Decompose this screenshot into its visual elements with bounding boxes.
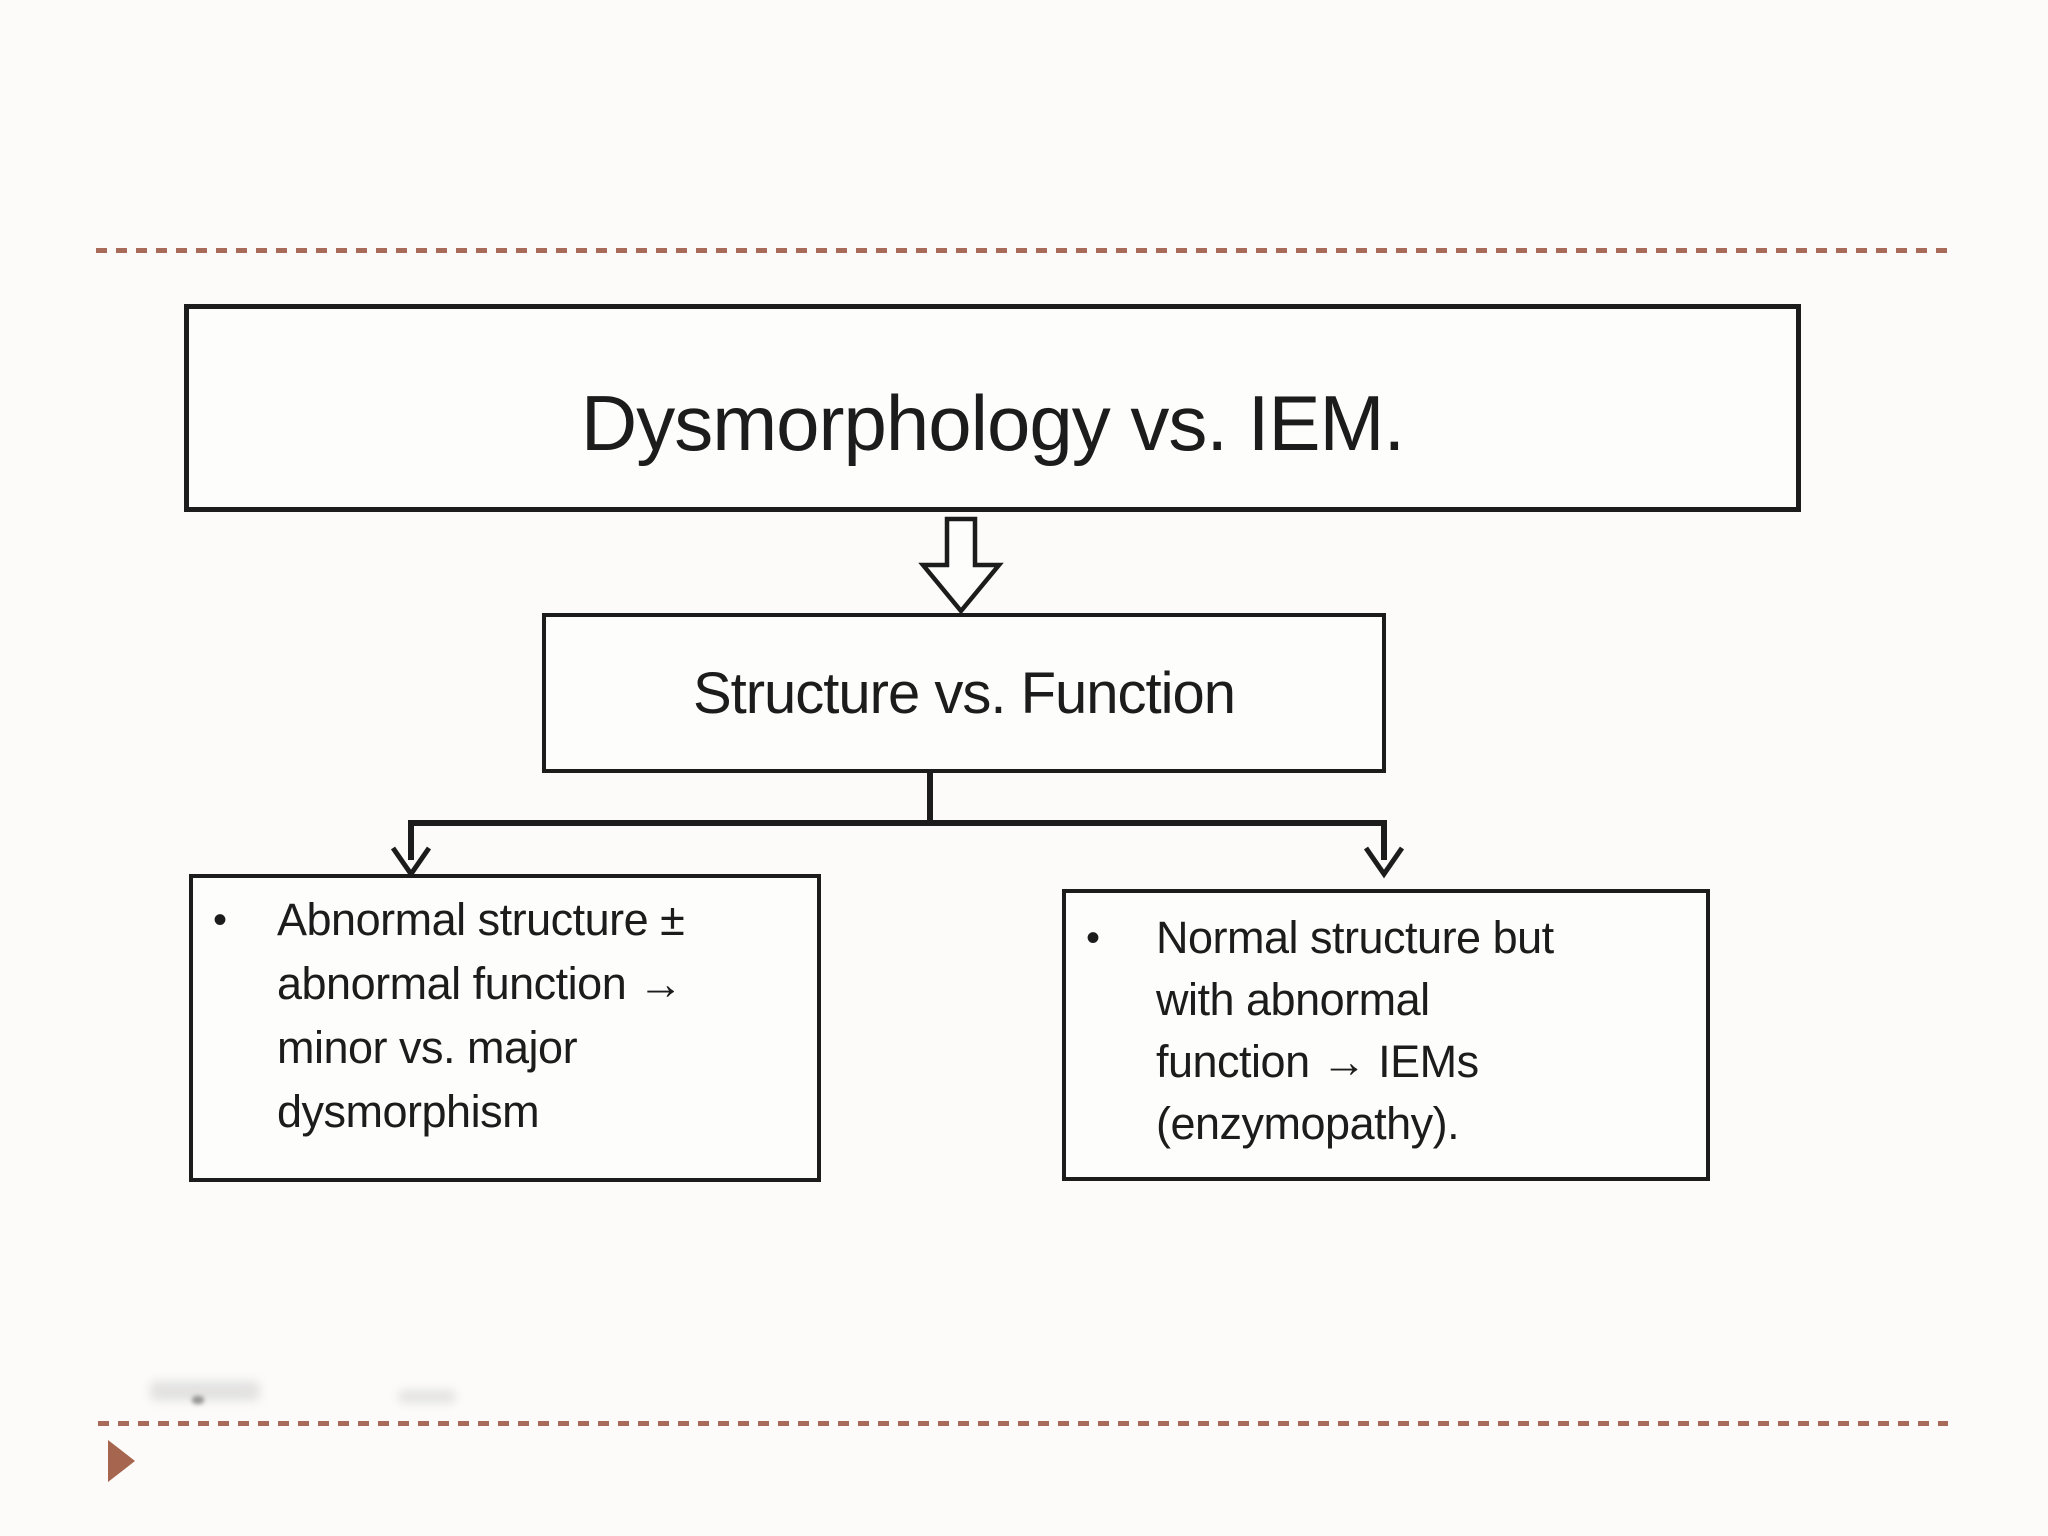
artifact-smudge bbox=[150, 1381, 260, 1401]
top-dashed-divider bbox=[96, 248, 1952, 253]
right-arrowhead-icon bbox=[1363, 846, 1405, 879]
iem-detail-box: • Normal structure but with abnormal fun… bbox=[1062, 889, 1710, 1181]
artifact-smudge bbox=[398, 1390, 456, 1403]
iem-detail-text: Normal structure but with abnormal funct… bbox=[1156, 912, 1554, 1149]
title-text: Dysmorphology vs. IEM. bbox=[580, 378, 1405, 467]
bottom-dashed-divider bbox=[98, 1421, 1948, 1426]
dysmorphism-detail-box: • Abnormal structure ± abnormal function… bbox=[189, 874, 821, 1182]
down-block-arrow-icon bbox=[918, 516, 1004, 615]
title-box: Dysmorphology vs. IEM. bbox=[184, 304, 1801, 512]
bullet-marker: • bbox=[213, 898, 227, 942]
structure-function-box: Structure vs. Function bbox=[542, 613, 1386, 773]
bullet-marker: • bbox=[1086, 916, 1100, 960]
artifact-smudge bbox=[192, 1396, 204, 1404]
branch-connector bbox=[408, 772, 1387, 860]
structure-function-text: Structure vs. Function bbox=[692, 660, 1236, 726]
dysmorphism-detail-text: Abnormal structure ± abnormal function →… bbox=[277, 894, 685, 1137]
play-triangle-icon bbox=[108, 1440, 135, 1482]
left-arrowhead-icon bbox=[390, 846, 432, 879]
